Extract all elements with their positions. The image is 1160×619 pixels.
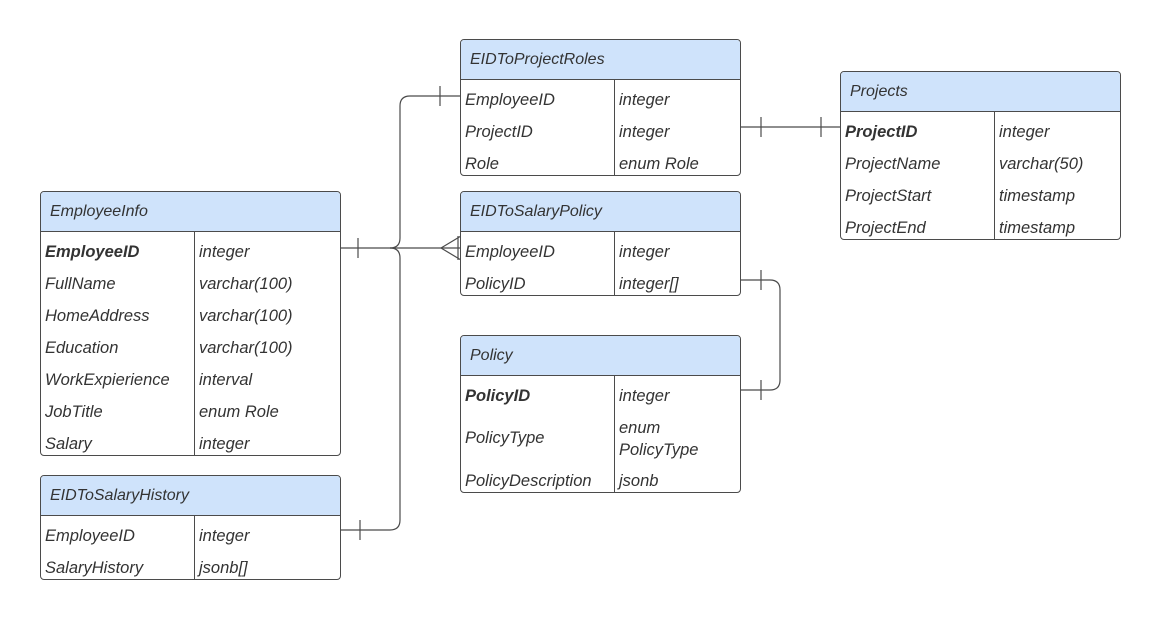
table-row: Education varchar(100) — [41, 332, 340, 364]
column-name: SalaryHistory — [45, 558, 144, 577]
entity-projects[interactable]: Projects ProjectID integer ProjectName v… — [840, 71, 1121, 240]
table-row: JobTitle enum Role — [41, 396, 340, 428]
entity-title: EmployeeInfo — [41, 192, 340, 232]
table-row: HomeAddress varchar(100) — [41, 300, 340, 332]
column-name: JobTitle — [45, 402, 103, 421]
entity-eidtosalaryhistory[interactable]: EIDToSalaryHistory EmployeeID integer Sa… — [40, 475, 341, 580]
column-type: enum PolicyType — [619, 412, 698, 465]
column-type: timestamp — [999, 187, 1076, 205]
column-name: PolicyID — [465, 386, 531, 405]
column-type: integer — [199, 243, 250, 261]
column-type: varchar(100) — [199, 339, 293, 357]
column-name: HomeAddress — [45, 306, 150, 325]
entity-eidtosalarypolicy[interactable]: EIDToSalaryPolicy EmployeeID integer Pol… — [460, 191, 741, 296]
table-row: PolicyType enum PolicyType — [461, 412, 740, 465]
rel-employee-projectroles — [341, 95, 461, 249]
column-type: timestamp — [999, 219, 1076, 237]
entity-policy[interactable]: Policy PolicyID integer PolicyType enum … — [460, 335, 741, 493]
column-name: EmployeeID — [45, 526, 135, 545]
column-name: Education — [45, 338, 119, 357]
column-type: interval — [199, 371, 253, 389]
table-row: PolicyID integer[] — [461, 268, 740, 295]
table-row: EmployeeID integer — [41, 236, 340, 268]
column-type: jsonb — [619, 472, 659, 490]
column-name: EmployeeID — [45, 242, 140, 261]
entity-title: Projects — [841, 72, 1120, 112]
table-row: Role enum Role — [461, 148, 740, 175]
table-row: ProjectName varchar(50) — [841, 148, 1120, 180]
column-name: ProjectEnd — [845, 218, 926, 237]
column-name: FullName — [45, 274, 116, 293]
table-row: PolicyDescription jsonb — [461, 465, 740, 492]
table-row: EmployeeID integer — [461, 236, 740, 268]
column-name: WorkExpierience — [45, 370, 170, 389]
entity-title: EIDToProjectRoles — [461, 40, 740, 80]
table-row: ProjectEnd timestamp — [841, 212, 1120, 239]
column-type: integer — [619, 243, 670, 261]
column-type: varchar(100) — [199, 307, 293, 325]
table-row: ProjectID integer — [841, 116, 1120, 148]
table-row: ProjectID integer — [461, 116, 740, 148]
column-type: integer — [619, 123, 670, 141]
column-name: PolicyDescription — [465, 471, 592, 490]
table-row: ProjectStart timestamp — [841, 180, 1120, 212]
column-name: PolicyID — [465, 274, 526, 293]
entity-eidtoprojectroles[interactable]: EIDToProjectRoles EmployeeID integer Pro… — [460, 39, 741, 176]
table-row: WorkExpierience interval — [41, 364, 340, 396]
column-name: EmployeeID — [465, 242, 555, 261]
column-type: integer — [999, 123, 1050, 141]
rel-salarypolicy-policy — [741, 279, 781, 391]
table-row: EmployeeID integer — [41, 520, 340, 552]
entity-title: EIDToSalaryPolicy — [461, 192, 740, 232]
table-row: SalaryHistory jsonb[] — [41, 552, 340, 579]
entity-employeeinfo[interactable]: EmployeeInfo EmployeeID integer FullName… — [40, 191, 341, 456]
column-type: varchar(50) — [999, 155, 1084, 173]
column-name: PolicyType — [465, 429, 545, 447]
column-type: jsonb[] — [199, 559, 248, 577]
column-name: Salary — [45, 434, 92, 453]
column-type: integer — [619, 387, 670, 405]
column-name: ProjectID — [465, 122, 533, 141]
rel-employee-salaryhistory — [341, 247, 401, 531]
column-type: integer — [199, 527, 250, 545]
table-row: Salary integer — [41, 428, 340, 455]
column-type-line: enum — [619, 418, 661, 437]
table-row: EmployeeID integer — [461, 84, 740, 116]
column-name: ProjectStart — [845, 186, 932, 205]
column-type: integer[] — [619, 275, 679, 293]
column-type: varchar(100) — [199, 275, 293, 293]
column-type: integer — [619, 91, 670, 109]
column-type: integer — [199, 435, 250, 453]
column-type: enum Role — [199, 403, 279, 421]
column-name: EmployeeID — [465, 90, 555, 109]
entity-title: EIDToSalaryHistory — [41, 476, 340, 516]
column-name: ProjectName — [845, 154, 941, 173]
column-name: Role — [465, 154, 499, 173]
entity-title: Policy — [461, 336, 740, 376]
column-type-line: PolicyType — [619, 440, 699, 459]
column-type: enum Role — [619, 155, 699, 173]
table-row: PolicyID integer — [461, 380, 740, 412]
column-name: ProjectID — [845, 122, 918, 141]
table-row: FullName varchar(100) — [41, 268, 340, 300]
